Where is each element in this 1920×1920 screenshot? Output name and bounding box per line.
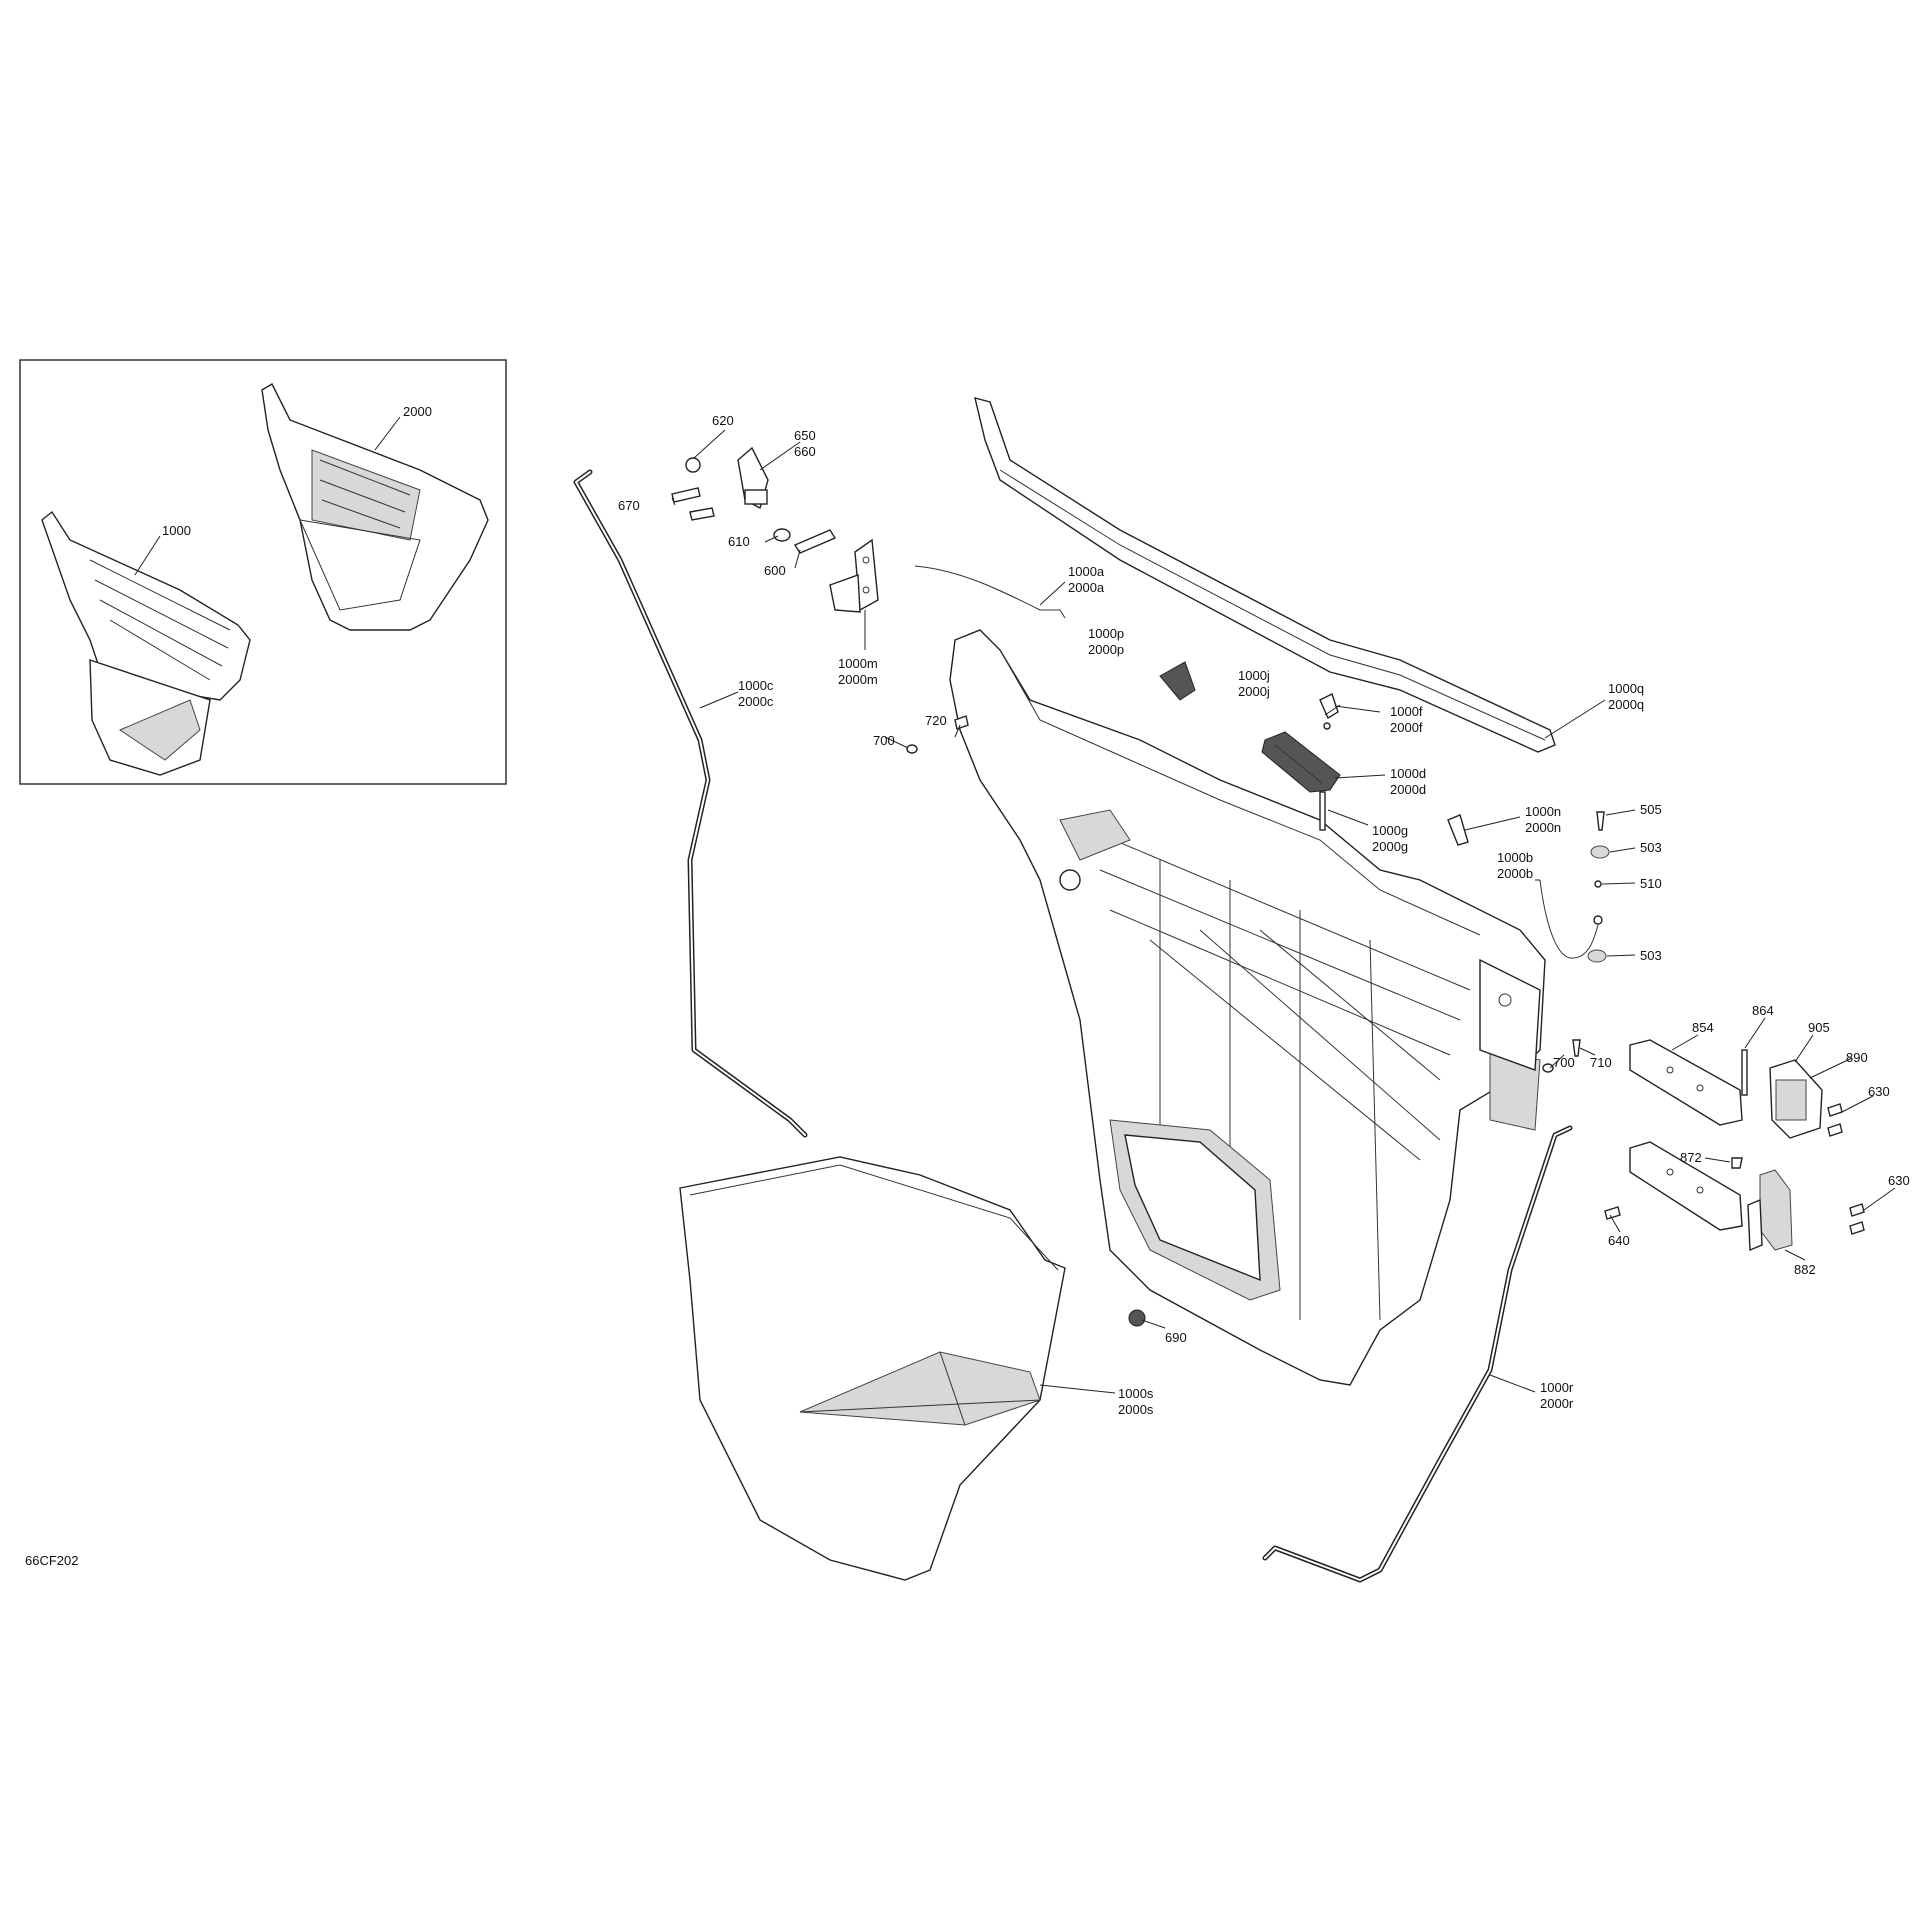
trim-1000p — [1159, 661, 1196, 701]
callout-1000r: 1000r — [1540, 1380, 1574, 1395]
clip-1000n — [1447, 814, 1469, 846]
lower-panel-1000s — [679, 1156, 1066, 1581]
washer-503b — [1587, 949, 1607, 963]
callout-510: 510 — [1640, 876, 1662, 891]
callout-1000p: 1000p — [1088, 626, 1124, 641]
callout-640: 640 — [1608, 1233, 1630, 1248]
callout-630a: 630 — [1868, 1084, 1890, 1099]
callout-503a: 503 — [1640, 840, 1662, 855]
door-frame-main — [949, 629, 1546, 1386]
nut-620 — [685, 457, 701, 473]
diagram-code: 66CF202 — [25, 1553, 78, 1568]
callout-1000f: 1000f — [1390, 704, 1423, 719]
callout-650: 650 — [794, 428, 816, 443]
inset-door-2000 — [261, 383, 489, 631]
callout-882: 882 — [1794, 1262, 1816, 1277]
callout-905: 905 — [1808, 1020, 1830, 1035]
callout-1000j: 1000j — [1238, 668, 1270, 683]
callout-2000d: 2000d — [1390, 782, 1426, 797]
inset-label-2000: 2000 — [374, 404, 432, 451]
callout-1000m: 1000m — [838, 656, 878, 671]
pin-600 — [793, 529, 837, 554]
callout-1000c: 1000c — [738, 678, 774, 693]
inset-panel: 2000 1000 — [19, 359, 507, 785]
rod-1000g — [1319, 791, 1326, 831]
inset-door-1000 — [41, 510, 251, 776]
callout-2000r: 2000r — [1540, 1396, 1574, 1411]
grip-1000d — [1261, 731, 1341, 793]
leader-lines — [671, 429, 1896, 1394]
washer-700b — [1542, 1063, 1554, 1073]
cable-1000b — [1539, 879, 1603, 959]
callout-labels: 620 650 660 670 610 600 1000a 2000a 1000… — [618, 413, 1910, 1417]
callout-1000n: 1000n — [1525, 804, 1561, 819]
bolt-670b — [689, 507, 715, 521]
callout-2000n: 2000n — [1525, 820, 1561, 835]
callout-2000j: 2000j — [1238, 684, 1270, 699]
callout-2000s: 2000s — [1118, 1402, 1154, 1417]
seal-1000r — [1262, 1125, 1573, 1583]
bolt-670 — [671, 487, 701, 503]
seal-1000c — [573, 469, 808, 1138]
top-rail-1000q — [974, 397, 1556, 753]
spacer-510 — [1594, 880, 1602, 888]
callout-630b: 630 — [1888, 1173, 1910, 1188]
hinge-bracket-1000m — [829, 538, 879, 613]
bolt-710 — [1572, 1039, 1581, 1057]
callout-720: 720 — [925, 713, 947, 728]
hinge-plate-854 — [1629, 1039, 1743, 1126]
callout-2000g: 2000g — [1372, 839, 1408, 854]
callout-620: 620 — [712, 413, 734, 428]
callout-1000a: 1000a — [1068, 564, 1105, 579]
screw-505 — [1596, 811, 1605, 831]
callout-1000d: 1000d — [1390, 766, 1426, 781]
callout-890: 890 — [1846, 1050, 1868, 1065]
bracket-882 — [1747, 1169, 1793, 1252]
inset-label-1000-text: 1000 — [162, 523, 191, 538]
callout-700: 700 — [873, 733, 895, 748]
callout-670: 670 — [618, 498, 640, 513]
callout-1000b: 1000b — [1497, 850, 1533, 865]
hinge-plate-lower — [1629, 1141, 1743, 1231]
washer-503a — [1590, 845, 1610, 859]
hinge-650-660 — [737, 446, 769, 510]
callout-2000c: 2000c — [738, 694, 774, 709]
callout-600: 600 — [764, 563, 786, 578]
inset-label-2000-text: 2000 — [403, 404, 432, 419]
callout-710: 710 — [1590, 1055, 1612, 1070]
bolts-630b — [1849, 1203, 1865, 1235]
bolts-630a — [1827, 1103, 1843, 1137]
callout-690: 690 — [1165, 1330, 1187, 1345]
callout-700b: 700 — [1553, 1055, 1575, 1070]
callout-2000q: 2000q — [1608, 697, 1644, 712]
hinge-905-890 — [1769, 1059, 1823, 1139]
callout-660: 660 — [794, 444, 816, 459]
callout-872: 872 — [1680, 1150, 1702, 1165]
callout-2000f: 2000f — [1390, 720, 1423, 735]
callout-1000s: 1000s — [1118, 1386, 1154, 1401]
callout-2000a: 2000a — [1068, 580, 1105, 595]
callout-854: 854 — [1692, 1020, 1714, 1035]
washer-610 — [773, 528, 791, 542]
callout-1000q: 1000q — [1608, 681, 1644, 696]
cable-1000a — [914, 565, 1066, 619]
callout-503b: 503 — [1640, 948, 1662, 963]
inset-label-1000: 1000 — [134, 523, 191, 576]
clip-872 — [1731, 1157, 1743, 1169]
callout-1000g: 1000g — [1372, 823, 1408, 838]
callout-2000p: 2000p — [1088, 642, 1124, 657]
callout-505: 505 — [1640, 802, 1662, 817]
callout-610: 610 — [728, 534, 750, 549]
latch-1000f — [1319, 693, 1339, 730]
callout-2000b: 2000b — [1497, 866, 1533, 881]
callout-864: 864 — [1752, 1003, 1774, 1018]
bolt-640 — [1604, 1206, 1621, 1220]
pin-864 — [1741, 1049, 1748, 1096]
bolt-720 — [954, 715, 969, 730]
washer-700a — [906, 744, 918, 754]
callout-2000m: 2000m — [838, 672, 878, 687]
nut-690 — [1128, 1309, 1146, 1327]
